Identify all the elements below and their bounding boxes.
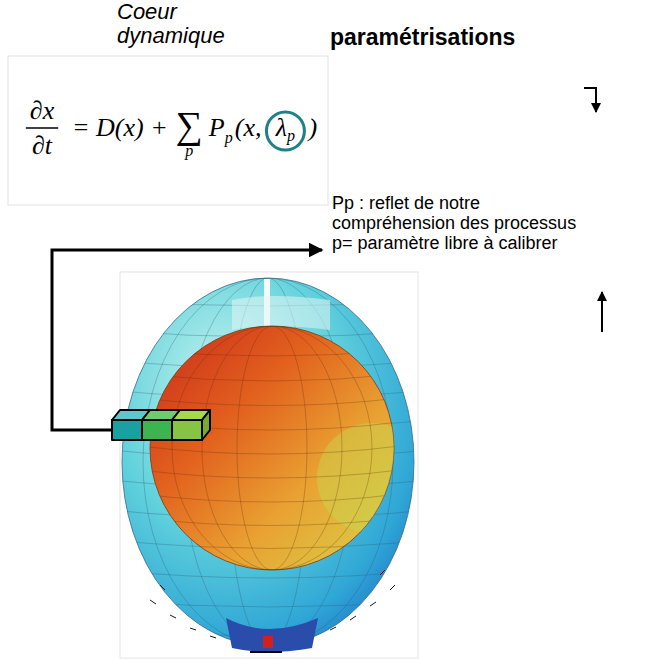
equation-index: p xyxy=(287,127,295,145)
note-text: Pp : reflet de notre compréhension des p… xyxy=(332,193,594,233)
equation-term: (x, xyxy=(235,113,262,143)
fraction-bar xyxy=(26,127,58,129)
section-label: Coeur dynamique xyxy=(117,0,237,48)
section-label: paramétrisations xyxy=(330,24,515,50)
equation-term: ∂t xyxy=(32,131,52,161)
equation-index: p xyxy=(225,129,233,147)
equation-term: P xyxy=(209,113,225,143)
grid-cells xyxy=(112,410,210,440)
leader-arrow xyxy=(52,250,322,430)
cut-section xyxy=(263,636,273,648)
equation-parameter: λ xyxy=(276,113,287,143)
flow-vectors xyxy=(150,570,395,638)
highlight-circle xyxy=(266,112,304,150)
equation-frame xyxy=(8,56,328,205)
equation-term: ) xyxy=(308,113,317,143)
frame-line xyxy=(250,651,282,653)
core-grid xyxy=(140,326,427,572)
down-arrow xyxy=(584,88,596,112)
sum-symbol: ∑ xyxy=(176,104,203,148)
equation-term: = D(x) + xyxy=(72,113,168,143)
note-text: p= paramètre libre à calibrer xyxy=(332,233,558,253)
equation-term: ∂x xyxy=(30,96,54,126)
cut-face xyxy=(232,296,330,330)
up-arrow xyxy=(601,292,603,332)
equation-index: p xyxy=(185,142,193,160)
cut-section xyxy=(226,618,318,652)
shell-grid xyxy=(110,278,430,646)
